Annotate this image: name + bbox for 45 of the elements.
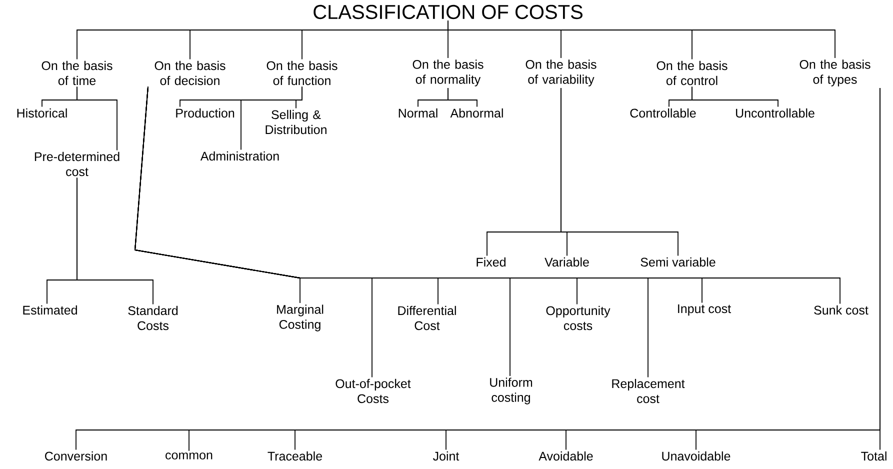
- category-label: Pre-determined cost: [34, 152, 120, 176]
- category-label: Production: [176, 108, 234, 118]
- category-label: On the basis of types: [800, 60, 870, 86]
- category-label: Marginal Costing: [277, 304, 324, 332]
- category-label: Controllable: [630, 108, 696, 118]
- connector-line: [692, 86, 778, 108]
- category-label: Out-of-pocket Costs: [336, 378, 411, 404]
- category-label: Estimated: [23, 305, 77, 315]
- category-label: On the basis of normality: [412, 60, 484, 86]
- category-label: Standard Costs: [128, 306, 178, 330]
- connector-line: [560, 88, 678, 256]
- connector-line: [76, 177, 154, 305]
- category-label: Conversion: [45, 451, 107, 461]
- category-label: On the basis of control: [656, 60, 728, 86]
- category-label: Differential Cost: [398, 306, 456, 330]
- category-label: Variable: [544, 257, 589, 267]
- category-label: Traceable: [268, 451, 322, 461]
- connector-line: [76, 86, 118, 151]
- category-label: Joint: [433, 451, 460, 461]
- category-label: Uniform costing: [490, 378, 532, 404]
- connector-line: [448, 20, 836, 58]
- category-label: Abnormal: [450, 108, 503, 118]
- category-label: Semi variable: [640, 257, 716, 267]
- category-label: Fixed: [476, 257, 506, 267]
- category-label: Unavoidable: [662, 451, 730, 461]
- category-label: Selling & Distribution: [266, 110, 326, 134]
- category-label: Avoidable: [538, 451, 593, 461]
- category-label: Opportunity costs: [546, 306, 610, 330]
- category-label: Administration: [200, 151, 279, 161]
- connector-line: [134, 86, 840, 304]
- category-label: On the basis of decision: [154, 60, 226, 86]
- category-label: On the basis of variability: [526, 60, 596, 86]
- category-label: Replacement cost: [612, 378, 685, 404]
- heading: CLASSIFICATION OF COSTS: [314, 4, 582, 20]
- category-label: Input cost: [678, 304, 731, 316]
- category-label: Historical: [17, 108, 67, 118]
- category-label: Total: [861, 451, 886, 461]
- connector-line: [448, 88, 478, 108]
- connector-line: [296, 86, 302, 109]
- category-label: common: [166, 452, 212, 460]
- category-label: Sunk cost: [814, 305, 868, 315]
- category-label: On the basis of function: [266, 60, 338, 86]
- category-label: On the basis of time: [42, 60, 112, 86]
- category-label: Uncontrollable: [736, 108, 814, 118]
- category-label: Normal: [398, 108, 438, 118]
